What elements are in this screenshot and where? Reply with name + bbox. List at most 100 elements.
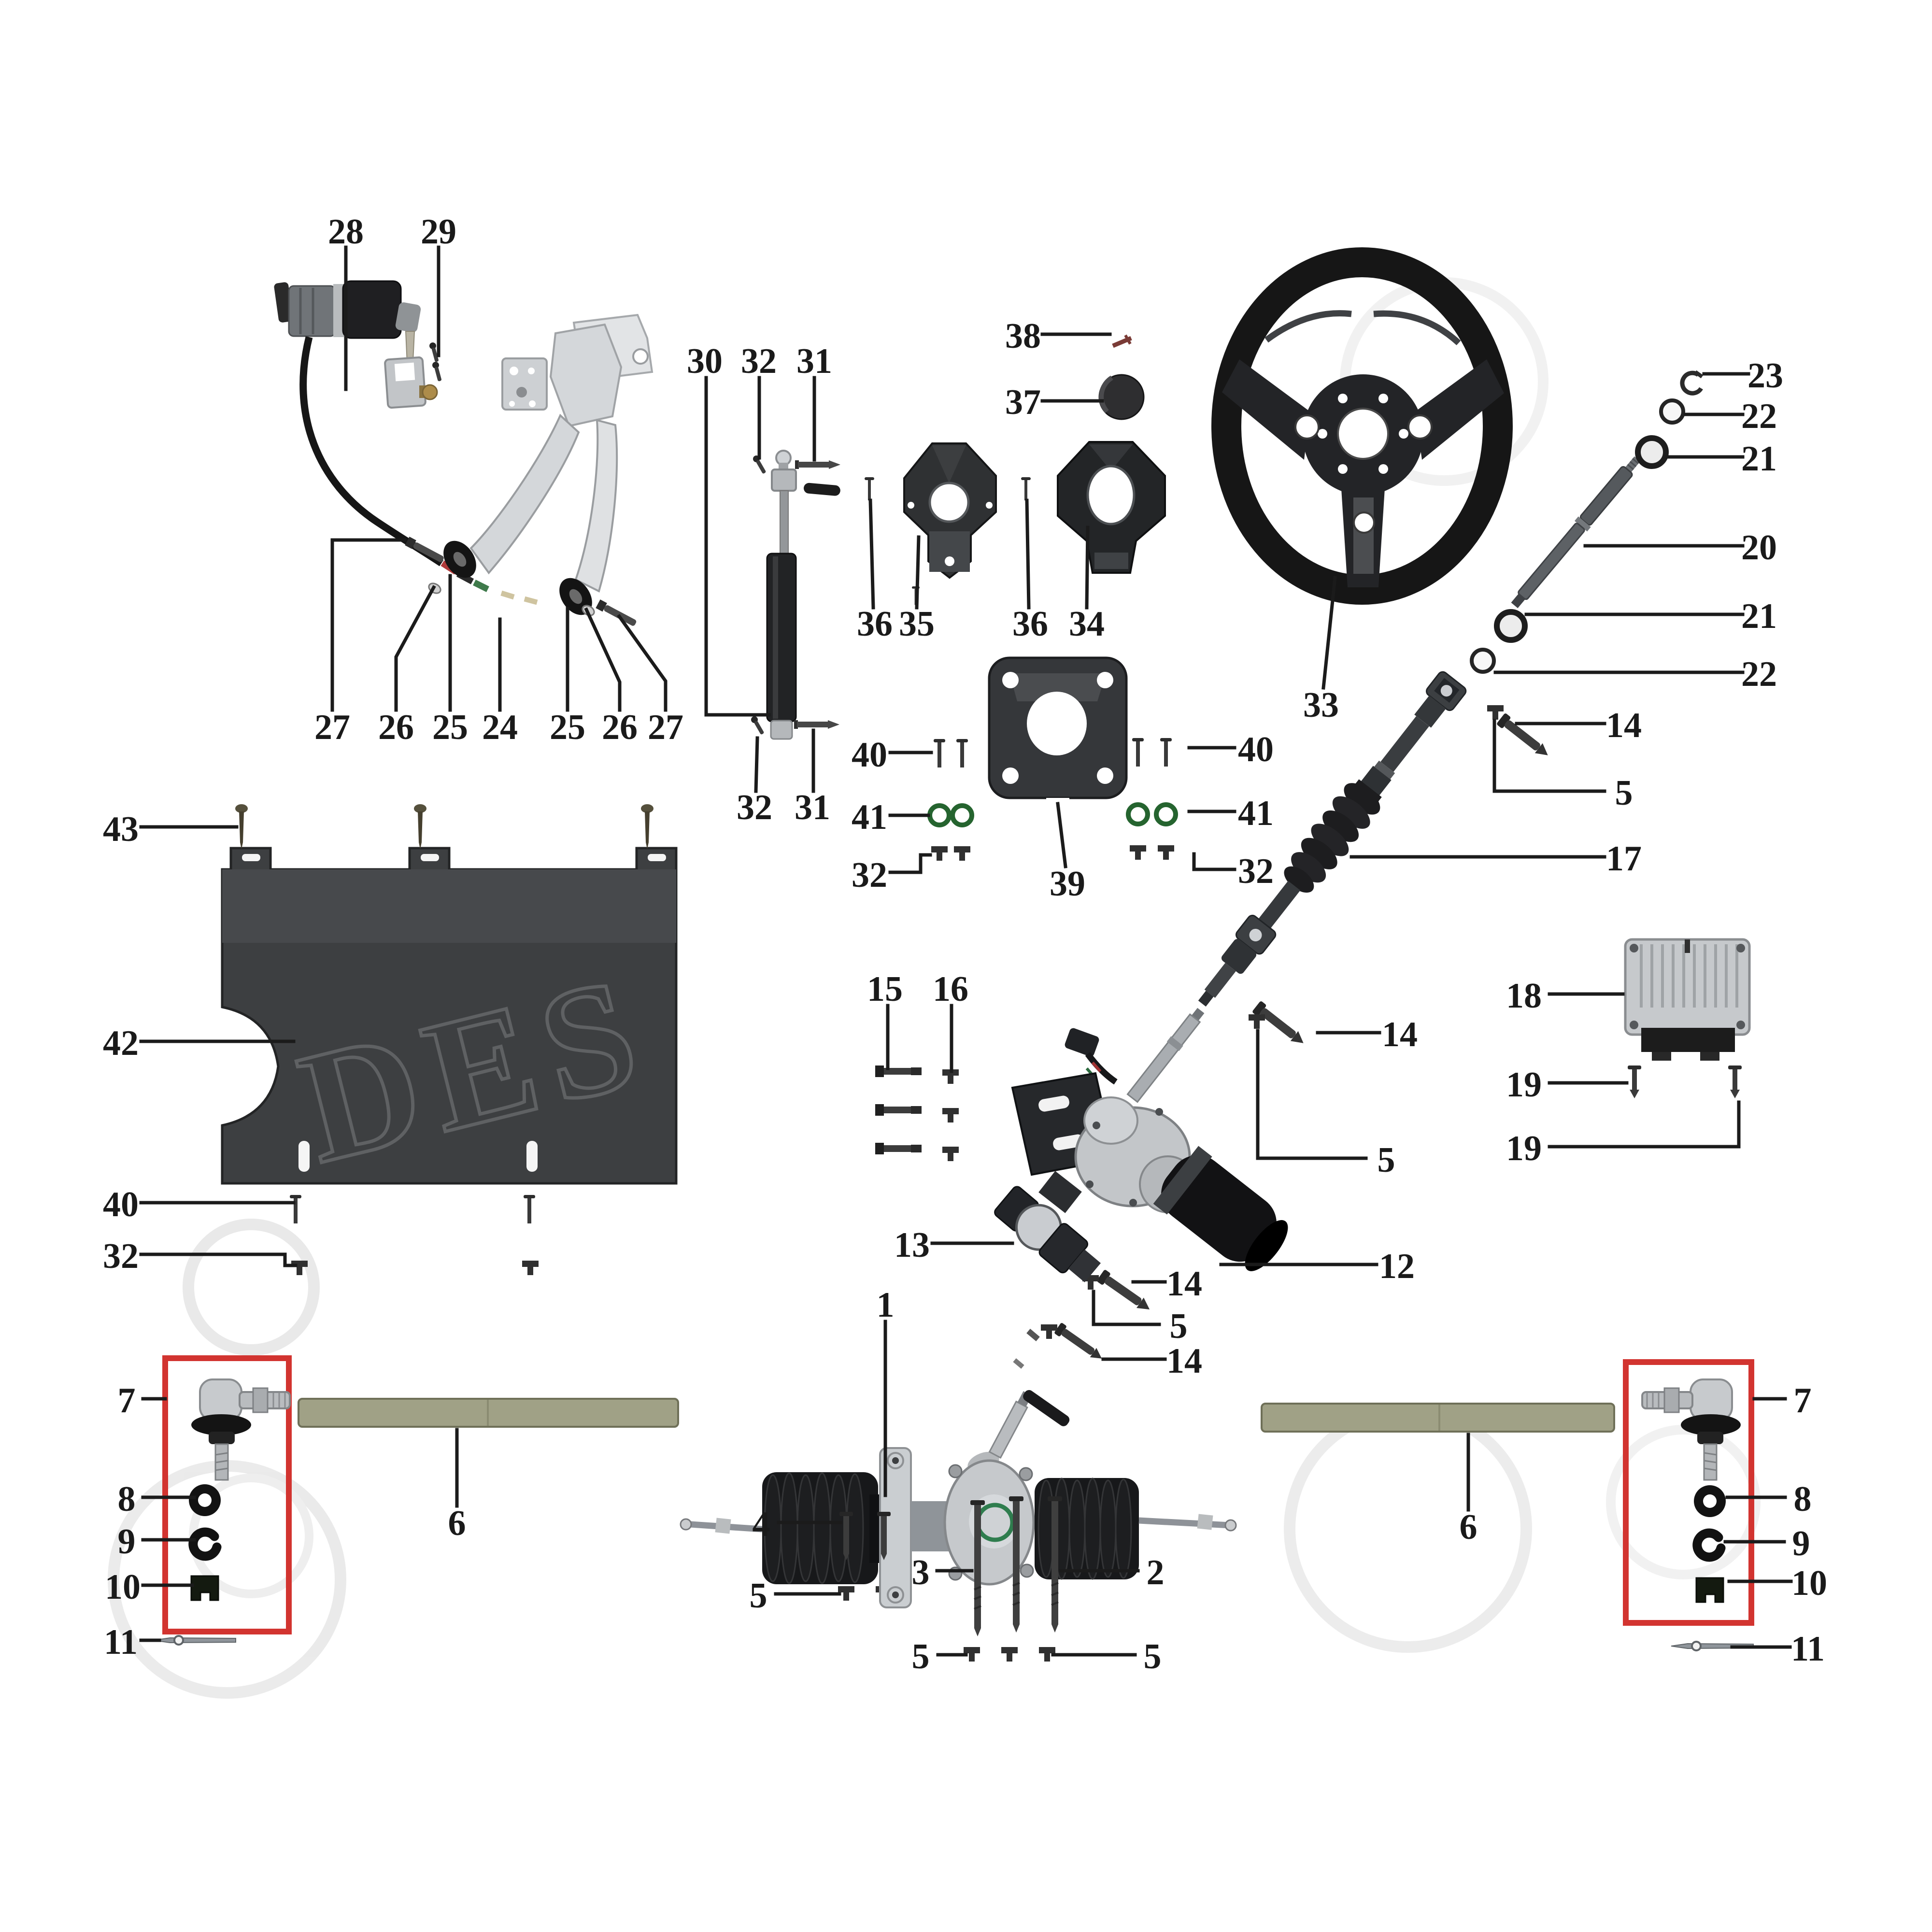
- callout-30-2: 30: [687, 341, 723, 381]
- callout-17-29: 17: [1606, 839, 1642, 879]
- highlight-box-right: [1623, 1359, 1754, 1626]
- callout-33-13: 33: [1303, 685, 1339, 725]
- callout-10-65: 10: [105, 1567, 141, 1607]
- leader-line-36-9: [868, 498, 875, 610]
- callout-36-11: 36: [1012, 604, 1048, 644]
- callout-11-66: 11: [104, 1622, 138, 1662]
- highlight-box-left: [162, 1355, 292, 1634]
- callout-35-10: 35: [899, 604, 935, 644]
- callout-24-17: 24: [482, 708, 518, 747]
- callout-11-71: 11: [1791, 1629, 1825, 1669]
- callout-5-59: 5: [1144, 1637, 1162, 1676]
- leader-line-32-32: [888, 853, 932, 874]
- callout-6-61: 6: [1460, 1507, 1477, 1547]
- part-6-tie-rods: [298, 1398, 1615, 1433]
- leader-line-30-2: [704, 376, 771, 717]
- callout-14-52: 14: [1166, 1341, 1202, 1381]
- callout-19-43: 19: [1506, 1129, 1542, 1168]
- leader-line-26-15: [394, 585, 436, 712]
- part-12-eps-unit: [1011, 1008, 1288, 1271]
- callout-14-46: 14: [1382, 1015, 1418, 1054]
- part-17-steering-column: [1198, 671, 1467, 1007]
- callout-43-37: 43: [103, 810, 139, 849]
- callout-9-64: 9: [118, 1522, 136, 1562]
- callout-32-32: 32: [852, 855, 887, 895]
- callout-7-67: 7: [1794, 1381, 1812, 1421]
- callout-27-20: 27: [648, 708, 683, 747]
- callout-36-9: 36: [857, 604, 893, 644]
- callout-31-6: 31: [795, 788, 830, 827]
- callout-39-36: 39: [1050, 864, 1085, 904]
- part-34-cover: [1057, 441, 1166, 574]
- callout-27-14: 27: [314, 708, 350, 747]
- callout-8-68: 8: [1794, 1479, 1812, 1519]
- callout-5-51: 5: [1170, 1307, 1188, 1346]
- callout-31-4: 31: [796, 341, 832, 381]
- callout-2-57: 2: [1147, 1553, 1165, 1592]
- callout-26-19: 26: [602, 708, 638, 747]
- leader-line-5-28: [1492, 719, 1606, 793]
- leader-line-5-47: [1256, 1029, 1368, 1160]
- callout-40-30: 40: [852, 735, 887, 775]
- callout-14-50: 14: [1166, 1264, 1202, 1304]
- leader-line-32-40: [139, 1252, 298, 1267]
- callout-25-18: 25: [550, 708, 585, 747]
- leader-line-27-20: [617, 614, 668, 712]
- callout-14-27: 14: [1606, 706, 1642, 745]
- callout-42-38: 42: [103, 1023, 139, 1063]
- callout-22-26: 22: [1741, 654, 1777, 694]
- callout-26-15: 26: [378, 708, 414, 747]
- callout-32-5: 32: [737, 788, 772, 827]
- callout-5-58: 5: [912, 1637, 930, 1676]
- callout-12-48: 12: [1379, 1247, 1415, 1286]
- callout-21-25: 21: [1741, 597, 1777, 636]
- callout-41-34: 41: [1238, 794, 1274, 833]
- callout-6-60: 6: [448, 1504, 466, 1543]
- callout-16-45: 16: [933, 969, 968, 1009]
- callout-19-42: 19: [1506, 1065, 1542, 1105]
- callout-23-21: 23: [1747, 356, 1783, 396]
- part-39-plate: [988, 656, 1128, 810]
- callout-21-23: 21: [1741, 439, 1777, 479]
- callout-38-7: 38: [1005, 316, 1041, 356]
- callout-40-39: 40: [103, 1185, 139, 1224]
- callout-34-12: 34: [1069, 604, 1105, 644]
- leader-line-19-43: [1548, 1100, 1741, 1149]
- callout-41-31: 41: [852, 797, 887, 837]
- leader-line-39-36: [1056, 802, 1067, 868]
- part-20-steering-stem: [1511, 456, 1641, 609]
- part-18-ecu: [1624, 938, 1751, 1061]
- leader-line-5-51: [1092, 1290, 1161, 1326]
- callout-4-54: 4: [753, 1505, 770, 1544]
- callout-3-56: 3: [912, 1553, 930, 1592]
- leader-line-27-14: [330, 538, 407, 712]
- part-29-screws: [384, 341, 443, 409]
- part-13-universal-joint: [994, 1186, 1101, 1282]
- callout-1-53: 1: [877, 1285, 895, 1325]
- shaft-fragments: [1013, 1329, 1040, 1369]
- callout-28-0: 28: [328, 212, 364, 252]
- leader-line-32-35: [1192, 852, 1236, 871]
- callout-29-1: 29: [421, 212, 456, 252]
- part-35-cover: [903, 442, 997, 579]
- callout-37-8: 37: [1005, 383, 1041, 422]
- leader-line-34-12: [1085, 526, 1090, 610]
- callout-8-63: 8: [118, 1479, 136, 1519]
- callout-32-35: 32: [1238, 852, 1274, 891]
- callout-5-47: 5: [1378, 1140, 1395, 1180]
- leader-lines: [139, 245, 1793, 1657]
- callout-32-40: 32: [103, 1236, 139, 1276]
- part-30-gas-strut: [766, 450, 797, 740]
- part-37-cap: [1098, 374, 1145, 420]
- callout-15-44: 15: [867, 969, 903, 1009]
- part-42-panel: DES: [221, 847, 678, 1198]
- part-31-pins: [794, 460, 840, 729]
- part-38-pin: [1112, 334, 1132, 348]
- part-33-steering-wheel: [1211, 247, 1513, 605]
- leader-line-36-11: [1025, 498, 1031, 610]
- leader-line-26-19: [584, 607, 622, 712]
- callout-18-41: 18: [1506, 976, 1542, 1016]
